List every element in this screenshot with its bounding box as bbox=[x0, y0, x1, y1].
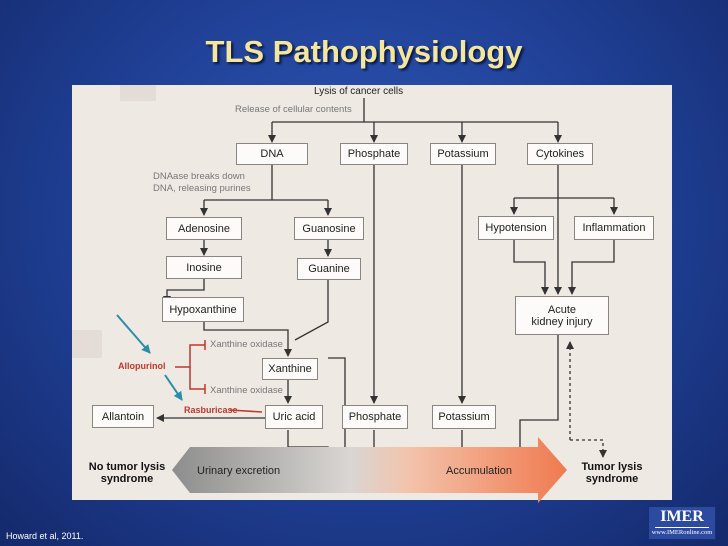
box-dna: DNA bbox=[236, 143, 308, 165]
logo-rule bbox=[655, 527, 709, 528]
box-inosine: Inosine bbox=[166, 256, 242, 279]
release-note: Release of cellular contents bbox=[235, 104, 352, 115]
slide-title: TLS Pathophysiology bbox=[205, 34, 523, 69]
dnaase-note-2: DNA, releasing purines bbox=[153, 183, 251, 194]
box-uric-acid: Uric acid bbox=[265, 405, 323, 429]
box-potassium-bottom: Potassium bbox=[432, 405, 496, 429]
panel-side-notch bbox=[72, 330, 102, 358]
logo-text: IMER bbox=[660, 508, 704, 525]
box-potassium-top: Potassium bbox=[430, 143, 496, 165]
rasburicase-label: Rasburicase bbox=[184, 405, 238, 415]
urinary-excretion-label: Urinary excretion bbox=[197, 465, 281, 477]
box-guanine: Guanine bbox=[297, 258, 361, 280]
box-phosphate-top: Phosphate bbox=[340, 143, 408, 165]
box-guanosine: Guanosine bbox=[294, 217, 364, 240]
box-phosphate-bottom: Phosphate bbox=[342, 405, 408, 429]
outcome-tls-line-2: syndrome bbox=[585, 473, 639, 485]
flow-arrows bbox=[156, 98, 618, 458]
outcome-tls-line-1: Tumor lysis bbox=[581, 461, 643, 473]
imer-logo: IMER www.IMERonline.com bbox=[648, 506, 716, 540]
outcome-no-tls-line-1: No tumor lysis bbox=[88, 461, 166, 473]
logo-subtext: www.IMERonline.com bbox=[651, 529, 713, 536]
box-allantoin: Allantoin bbox=[92, 405, 154, 428]
box-hypoxanthine: Hypoxanthine bbox=[162, 297, 244, 322]
xanthine-oxidase-note-2: Xanthine oxidase bbox=[210, 385, 283, 396]
box-inflammation: Inflammation bbox=[574, 216, 654, 240]
aki-line-2: kidney injury bbox=[531, 315, 593, 328]
box-acute-kidney-injury: Acute kidney injury bbox=[515, 296, 609, 335]
citation: Howard et al, 2011. bbox=[6, 531, 84, 541]
box-hypotension: Hypotension bbox=[478, 216, 554, 240]
outcome-no-tls-line-2: syndrome bbox=[100, 473, 154, 485]
box-adenosine: Adenosine bbox=[166, 217, 242, 240]
box-xanthine: Xanthine bbox=[262, 358, 318, 380]
outcome-no-tls: No tumor lysis syndrome bbox=[84, 461, 170, 485]
xanthine-oxidase-note-1: Xanthine oxidase bbox=[210, 339, 283, 350]
excretion-accumulation-bar bbox=[172, 437, 567, 503]
panel-notch bbox=[120, 85, 156, 101]
accumulation-label: Accumulation bbox=[446, 465, 513, 477]
teal-pointer-arrows bbox=[116, 314, 183, 401]
dnaase-note-1: DNAase breaks down bbox=[153, 171, 245, 182]
inhibitor-lines bbox=[175, 340, 263, 413]
box-cytokines: Cytokines bbox=[527, 143, 593, 165]
outcome-tls: Tumor lysis syndrome bbox=[572, 461, 652, 485]
lysis-label: Lysis of cancer cells bbox=[314, 86, 404, 97]
aki-line-1: Acute bbox=[547, 303, 577, 316]
allopurinol-label: Allopurinol bbox=[118, 361, 166, 371]
